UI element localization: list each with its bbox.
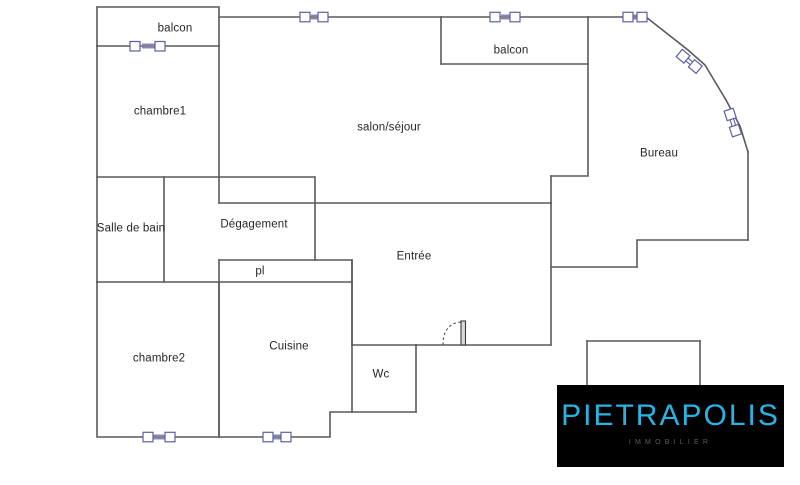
window-symbol-cuisine: [262, 431, 292, 443]
wall-chambre1: [96, 45, 220, 178]
room-label-bureau: Bureau: [640, 147, 678, 160]
room-label-entree: Entrée: [396, 250, 432, 263]
wall-degagement-top: [218, 176, 316, 204]
window-symbol-bureau-2: [723, 107, 743, 138]
window-symbol-group: [129, 11, 743, 443]
agency-logo: PIETRAPOLIS IMMOBILIER: [557, 385, 784, 467]
room-label-chambre1: chambre1: [133, 105, 187, 118]
room-label-placard: pl: [255, 265, 265, 278]
window-symbol-balcon-right: [489, 11, 521, 23]
window-symbol-salon-1: [299, 11, 329, 23]
wall-balcon-left-top: [96, 6, 220, 47]
agency-logo-wordmark: PIETRAPOLIS: [561, 399, 780, 432]
wall-placard-right: [314, 259, 353, 283]
entrance-door-group: [442, 320, 467, 346]
room-label-salon-sejour: salon/séjour: [357, 121, 421, 134]
room-label-chambre2: chambre2: [132, 352, 186, 365]
wall-bureau-angled-facade: [644, 15, 749, 153]
room-label-balcon-left: balcon: [157, 22, 193, 35]
room-label-degagement: Dégagement: [220, 218, 288, 231]
window-symbol-chambre1: [129, 40, 166, 52]
door-leaf-icon: [460, 320, 467, 346]
window-symbol-salon-right: [622, 11, 648, 23]
room-label-balcon-right: balcon: [493, 44, 529, 57]
room-label-wc: Wc: [372, 368, 390, 381]
room-label-cuisine: Cuisine: [269, 340, 309, 353]
wall-cuisine-bottom: [218, 411, 353, 438]
wall-salon-right: [550, 16, 589, 177]
agency-logo-tagline: IMMOBILIER: [628, 439, 713, 446]
wall-bureau-bottom-step: [636, 239, 749, 268]
window-symbol-bureau-1: [675, 48, 704, 75]
window-symbol-chambre2: [142, 431, 176, 443]
wall-group: [96, 6, 749, 438]
door-swing-arc: [442, 321, 464, 346]
room-label-salle-de-bain: Salle de bain: [96, 222, 166, 235]
